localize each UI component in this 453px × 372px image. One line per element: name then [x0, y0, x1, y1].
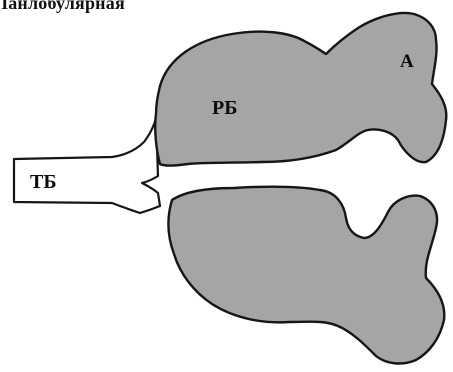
- label-alveoli: А: [400, 52, 414, 71]
- lower-lobule: [168, 187, 444, 364]
- upper-lobule: [155, 13, 446, 166]
- label-terminal-bronchiole: ТБ: [30, 172, 57, 192]
- label-respiratory-bronchiole: РБ: [212, 98, 237, 118]
- terminal-bronchiole: [14, 118, 160, 213]
- diagram-caption: Панлобулярная: [0, 0, 125, 14]
